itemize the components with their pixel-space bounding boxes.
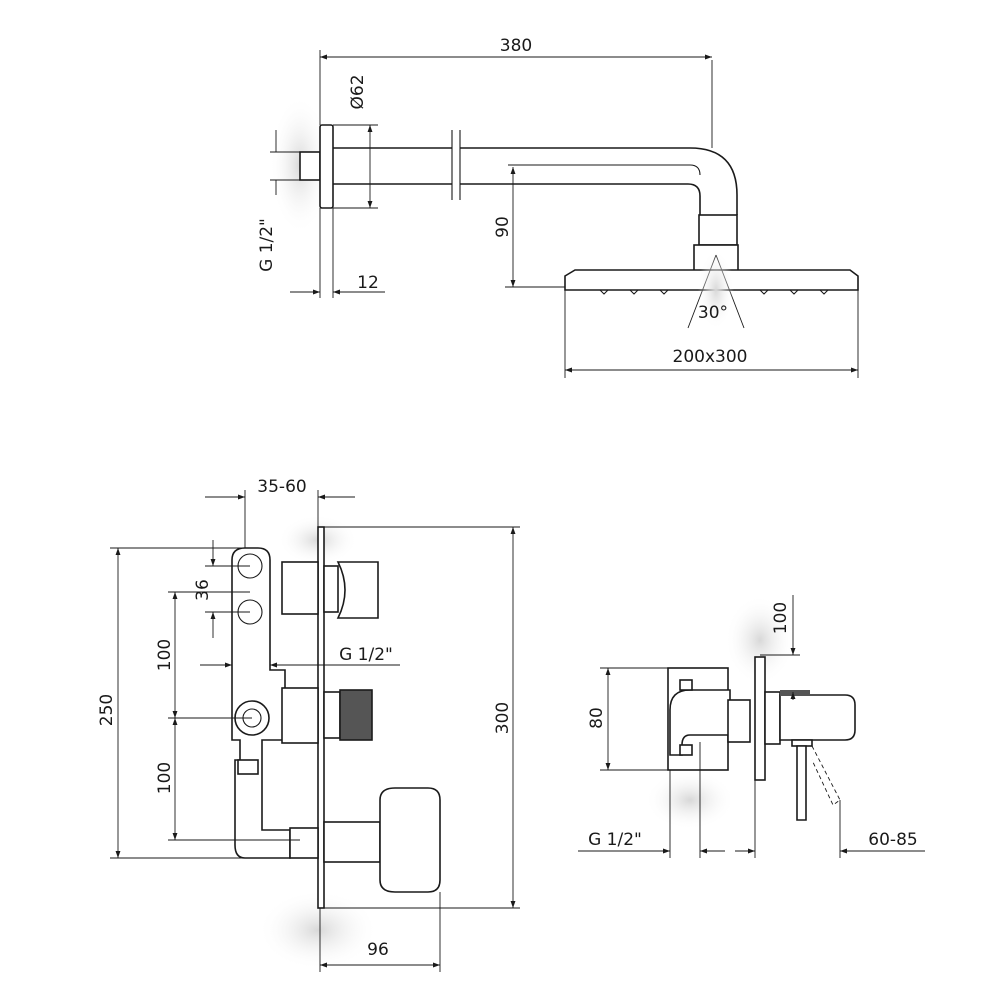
dim-lever-offset: 100 [771, 602, 791, 634]
single-lever-mixer-drawing [578, 595, 925, 858]
dim-flange-diameter: Ø62 [348, 74, 368, 109]
dim-projection: 96 [367, 940, 389, 960]
dim-arm-length: 380 [500, 36, 532, 56]
dim-mixer-depth-range: 35-60 [257, 477, 306, 497]
dim-body-height: 80 [587, 707, 607, 729]
dim-spacing-lower: 100 [155, 762, 175, 794]
dim-spacing-upper: 100 [155, 639, 175, 671]
dim-spray-angle: 30° [698, 303, 728, 323]
shower-arm-drawing [270, 50, 859, 378]
dim-flange-depth: 12 [357, 273, 379, 293]
dim-drop: 90 [493, 216, 513, 238]
dim-lever-depth-range: 60-85 [868, 830, 917, 850]
dim-plate-height: 300 [493, 702, 513, 734]
dim-lever-thread: G 1/2" [588, 830, 642, 850]
dim-outlet-spacing: 36 [193, 579, 213, 601]
dim-arm-thread: G 1/2" [257, 218, 277, 272]
dim-mixer-thread: G 1/2" [339, 645, 393, 665]
dim-head-size: 200x300 [673, 347, 748, 367]
dim-total-height: 250 [97, 694, 117, 726]
thermostatic-mixer-drawing [110, 490, 520, 972]
